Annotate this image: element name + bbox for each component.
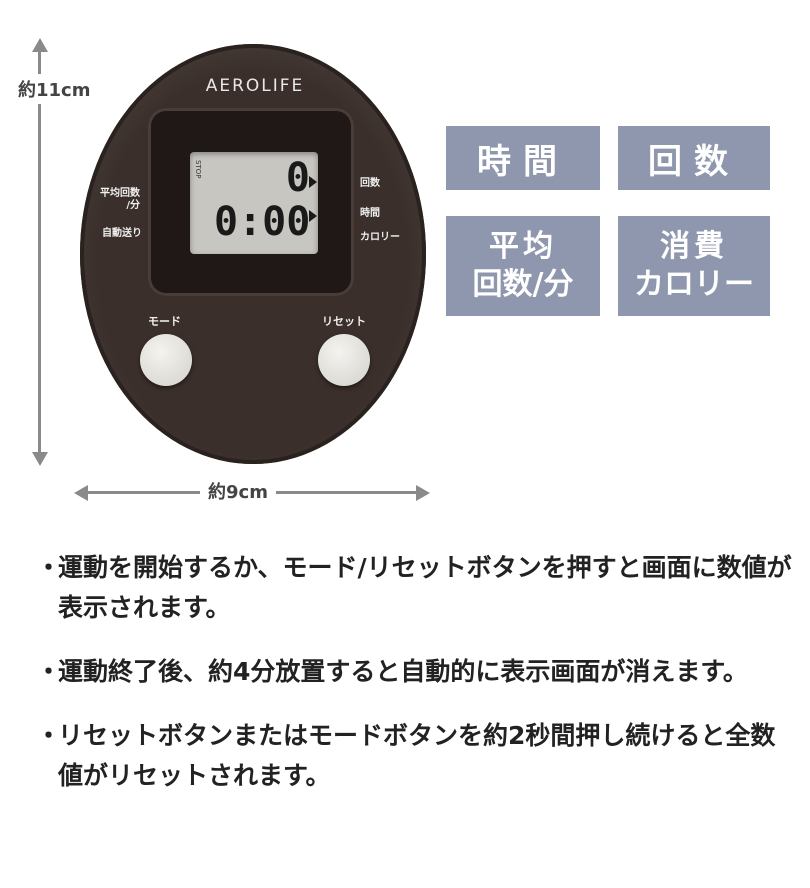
lcd-count-display: 0 <box>285 155 310 201</box>
tag-time-text: 時間 <box>477 141 569 182</box>
width-arrow-right <box>416 485 430 501</box>
width-arrow-left <box>74 485 88 501</box>
height-dimension-line <box>38 44 41 462</box>
tag-cal-line1: 消費 <box>660 229 728 264</box>
reset-button-label: リセット <box>322 315 366 328</box>
bullet-dot: ・ <box>36 721 62 750</box>
note-item: ・ リセットボタンまたはモードボタンを約2秒間押し続けると全数値がリセットされま… <box>36 716 796 796</box>
tag-avg-count-per-min: 平均 回数/分 <box>446 216 600 316</box>
tag-cal-line2: カロリー <box>634 267 754 302</box>
brand-logo: AEROLIFE <box>205 76 305 96</box>
mode-button[interactable] <box>140 334 192 386</box>
lcd-time-display: 0:00 <box>214 199 311 245</box>
note-text: 運動を開始するか、モード/リセットボタンを押すと画面に数値が表示されます。 <box>58 553 792 622</box>
note-text: リセットボタンまたはモードボタンを約2秒間押し続けると全数値がリセットされます。 <box>58 721 776 790</box>
device-label-auto-scroll: 自動送り <box>102 228 142 239</box>
bullet-dot: ・ <box>36 553 62 582</box>
height-label: 約11cm <box>16 74 93 104</box>
tag-calories-burned: 消費 カロリー <box>618 216 770 316</box>
lcd-stop-indicator: STOP <box>194 160 202 179</box>
notes-list: ・ 運動を開始するか、モード/リセットボタンを押すと画面に数値が表示されます。 … <box>36 548 796 820</box>
bullet-dot: ・ <box>36 657 62 686</box>
count-pointer-icon <box>309 176 317 188</box>
tag-avg-line2: 回数/分 <box>472 267 574 302</box>
device-label-calorie: カロリー <box>360 232 400 243</box>
device-label-avg-per-min: 平均回数 /分 <box>100 188 140 211</box>
mode-button-label: モード <box>148 315 181 328</box>
note-item: ・ 運動終了後、約4分放置すると自動的に表示画面が消えます。 <box>36 652 796 692</box>
time-pointer-icon <box>309 210 317 222</box>
width-label: 約9cm <box>200 478 276 504</box>
reset-button[interactable] <box>318 334 370 386</box>
tag-time: 時間 <box>446 126 600 190</box>
tag-count-text: 回数 <box>648 141 740 182</box>
note-item: ・ 運動を開始するか、モード/リセットボタンを押すと画面に数値が表示されます。 <box>36 548 796 628</box>
note-text: 運動終了後、約4分放置すると自動的に表示画面が消えます。 <box>58 657 748 686</box>
tag-count: 回数 <box>618 126 770 190</box>
device-label-time: 時間 <box>360 208 380 219</box>
height-arrow-down <box>32 452 48 466</box>
lcd-screen <box>190 152 318 254</box>
device-label-count: 回数 <box>360 178 380 189</box>
tag-avg-line1: 平均 <box>489 229 557 264</box>
